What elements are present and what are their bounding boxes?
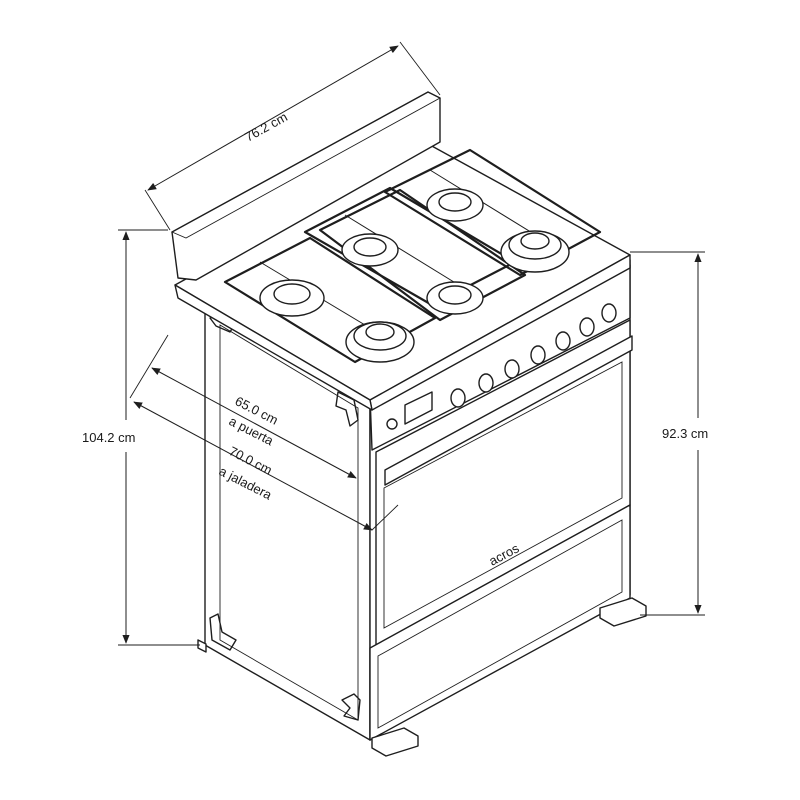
oven-door-inner: [383, 361, 623, 629]
depth-extension-back: [129, 334, 169, 399]
dimension-lines: [118, 41, 705, 646]
width-extension-left: [144, 189, 171, 231]
knob-3[interactable]: [504, 359, 520, 379]
foot-front-left: [371, 727, 419, 757]
side-bracket-bottom-left: [209, 613, 237, 651]
clock-display: [404, 391, 433, 425]
knob-5[interactable]: [555, 331, 571, 351]
grate-rear-right: [383, 148, 602, 277]
foot-front-right: [599, 597, 647, 627]
width-dimension-line: [147, 45, 399, 191]
oven-door-handle[interactable]: [384, 335, 633, 486]
depth-handle-line: [133, 401, 373, 531]
knob-1[interactable]: [450, 388, 466, 408]
side-bracket-bottom-right: [341, 693, 361, 721]
knob-row: [450, 303, 617, 408]
width-label: 76.2 cm: [242, 109, 290, 145]
width-extension-right: [399, 41, 441, 96]
stove-body: acros: [197, 259, 647, 757]
knob-6[interactable]: [579, 317, 595, 337]
burner-front-mid: [426, 281, 484, 315]
burner-wok-right: [500, 230, 570, 273]
depth-extension-handle: [371, 504, 399, 531]
broiler-drawer-inner: [377, 519, 623, 729]
burner-front-right-wok: [345, 321, 415, 363]
knob-2[interactable]: [478, 373, 494, 393]
knob-4[interactable]: [530, 345, 546, 365]
burner-rear-mid: [341, 233, 399, 267]
grate-front-right: [318, 188, 527, 322]
height-total-label: 104.2 cm: [82, 430, 135, 445]
light-switch[interactable]: [386, 418, 398, 430]
burner-rear-right: [426, 188, 484, 222]
grate-front-left: [223, 236, 437, 364]
height-body-label: 92.3 cm: [662, 426, 708, 441]
knob-7[interactable]: [601, 303, 617, 323]
burner-front-left: [259, 279, 325, 317]
